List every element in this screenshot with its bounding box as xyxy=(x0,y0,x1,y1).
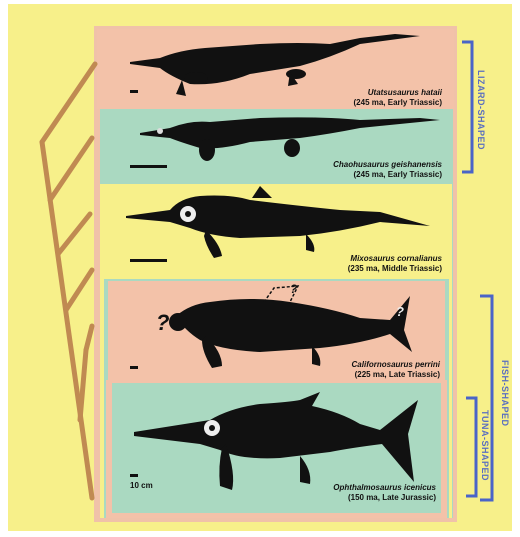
species-age: (245 ma, Early Triassic) xyxy=(300,98,442,108)
label-mixosaurus: Mixosaurus cornalianus (235 ma, Middle T… xyxy=(300,254,442,274)
tail-question-mark: ? xyxy=(396,304,404,319)
label-californosaurus: Californosaurus perrini (225 ma, Late Tr… xyxy=(290,360,440,380)
species-age: (245 ma, Early Triassic) xyxy=(290,170,442,180)
skull-unknown-question-mark: ? xyxy=(156,310,169,336)
scale-bar-label: 10 cm xyxy=(130,481,153,490)
species-name: Chaohusaurus geishanensis xyxy=(290,160,442,170)
species-age: (235 ma, Middle Triassic) xyxy=(300,264,442,274)
species-name: Californosaurus perrini xyxy=(290,360,440,370)
species-name: Utatsusaurus hataii xyxy=(300,88,442,98)
phylogenetic-tree xyxy=(42,64,95,498)
species-age: (225 ma, Late Triassic) xyxy=(290,370,440,380)
label-chaohusaurus: Chaohusaurus geishanensis (245 ma, Early… xyxy=(290,160,442,180)
species-name: Ophthalmosaurus icenicus xyxy=(290,483,436,493)
lizard-shaped-label: LIZARD-SHAPED xyxy=(476,70,486,150)
species-name: Mixosaurus cornalianus xyxy=(300,254,442,264)
dorsal-fin-question-mark: ? xyxy=(290,282,297,296)
utatsusaurus-silhouette xyxy=(130,34,420,96)
label-utatsusaurus: Utatsusaurus hataii (245 ma, Early Trias… xyxy=(300,88,442,108)
label-ophthalmosaurus: Ophthalmosaurus icenicus (150 ma, Late J… xyxy=(290,483,436,503)
mixosaurus-silhouette xyxy=(126,186,430,262)
californosaurus-silhouette xyxy=(130,286,412,369)
species-age: (150 ma, Late Jurassic) xyxy=(290,493,436,503)
fish-shaped-label: FISH-SHAPED xyxy=(500,360,510,427)
ophthalmosaurus-silhouette xyxy=(130,392,418,490)
tuna-shaped-label: TUNA-SHAPED xyxy=(480,410,490,481)
